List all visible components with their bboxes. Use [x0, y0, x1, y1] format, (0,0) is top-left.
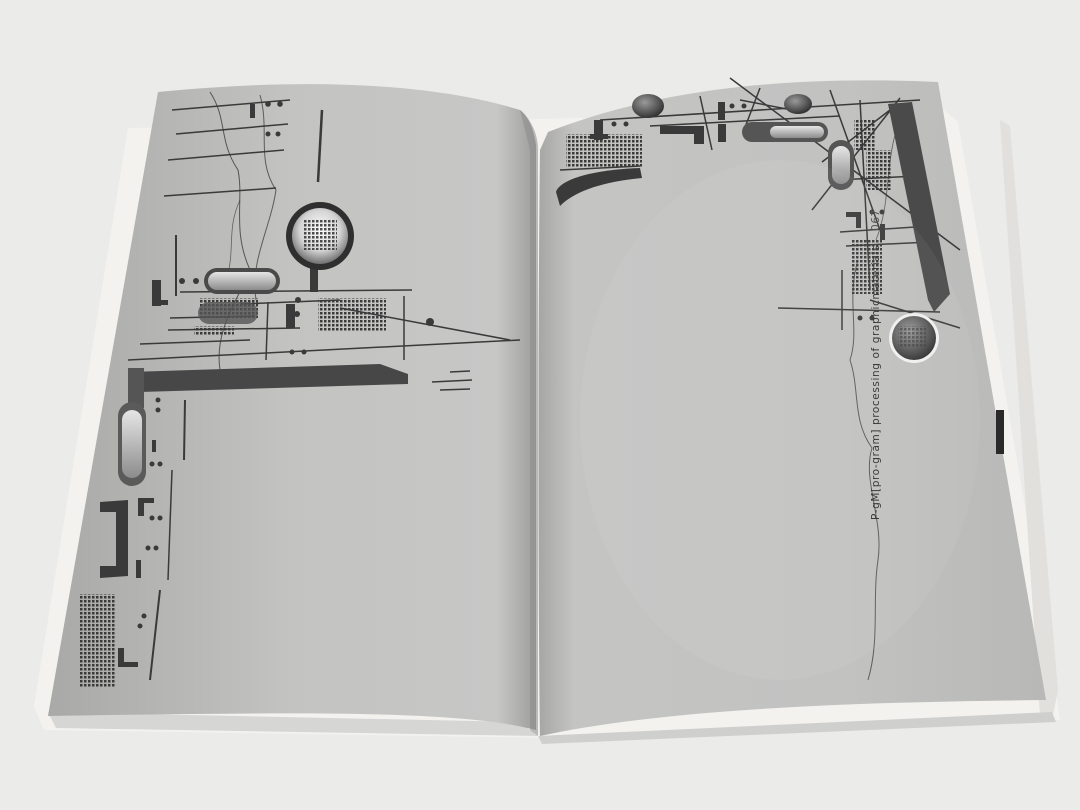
page-folio: P-gM[pro-gram] processing of graphicmate… [870, 209, 882, 520]
left-page [48, 84, 536, 731]
right-page-shapes [556, 102, 1004, 454]
page-number: 067 [870, 209, 882, 231]
folio-text: P-gM[pro-gram] processing of graphicmate… [870, 244, 882, 520]
right-page-round-graphics [632, 94, 939, 363]
left-page-button-graphic [198, 202, 354, 324]
left-page-shapes [80, 101, 434, 688]
side-tab-marker [996, 410, 1004, 454]
